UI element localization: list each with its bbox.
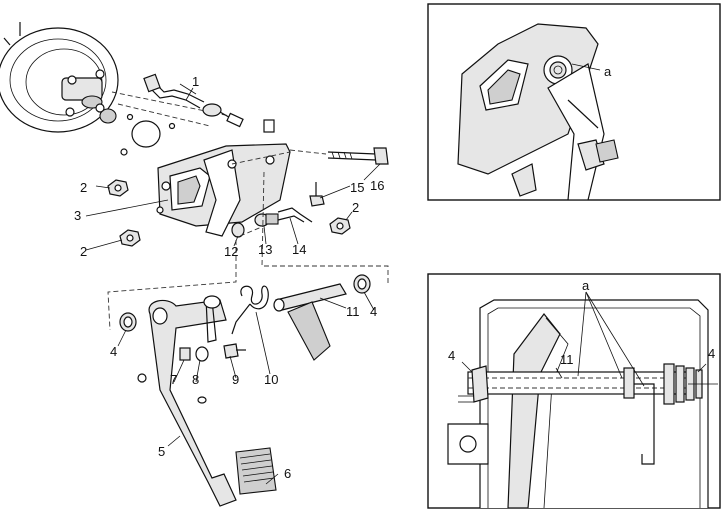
clip-7 [179,347,191,361]
booster-gasket [131,120,161,148]
callout-2: 2 [80,180,87,195]
switch-13-14 [254,207,313,227]
bushing-4-right [353,274,371,294]
callout-9: 9 [232,372,239,387]
callout-5: 5 [158,444,165,459]
callout-1: 1 [192,74,199,89]
callout-7: 7 [170,372,177,387]
callout-a: a [604,64,612,79]
nut-2-upper [107,179,129,197]
pivot-bolt-16 [289,147,389,165]
callout-14: 14 [292,242,306,257]
detail-view-bottom: a 4 11 4 [427,273,721,509]
pedal-pad-6 [235,447,277,495]
bushing-4-left [119,312,137,332]
stop-light-switch [143,73,275,133]
callout-4: 4 [448,348,455,363]
callout-16: 16 [370,178,384,193]
nut-2-right [329,217,351,235]
brake-pedal-arm-5 [137,295,237,507]
leader-lines [85,87,381,485]
callout-10: 10 [264,372,278,387]
return-spring-10 [231,285,269,335]
callout-6: 6 [284,466,291,481]
detail-view-top: a [427,3,721,201]
callout-2: 2 [352,200,359,215]
pedal-bracket [156,143,291,237]
main-exploded-view: 1 2 2 2 3 4 4 5 6 7 8 9 10 11 12 13 14 1… [0,22,389,507]
callout-13: 13 [258,242,272,257]
callout-4: 4 [708,346,715,361]
washer-8 [195,346,209,362]
callout-8: 8 [192,372,199,387]
shaft-11 [273,283,347,312]
callout-4: 4 [110,344,117,359]
callout-2: 2 [80,244,87,259]
nut-2-lower [119,229,141,247]
pedal-pad-11 [287,301,331,361]
bolt-15 [309,182,325,207]
brake-booster [0,22,119,133]
callout-11: 11 [560,352,574,367]
callout-3: 3 [74,208,81,223]
callout-12: 12 [224,244,238,259]
callout-15: 15 [350,180,364,195]
callout-a: a [582,278,590,293]
callout-11: 11 [346,304,360,319]
callout-4: 4 [370,304,377,319]
bolt-9 [223,343,246,359]
